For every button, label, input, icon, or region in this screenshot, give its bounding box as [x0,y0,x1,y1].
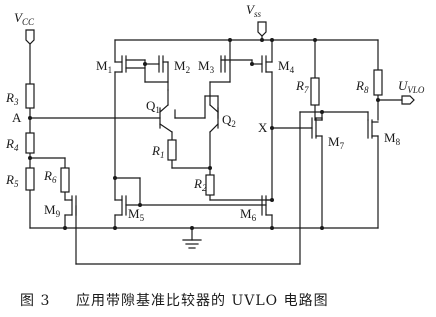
caption-text: 应用带隙基准比较器的 UVLO 电路图 [76,292,329,309]
label-vss: Vss [246,2,261,19]
label-vcc: VCC [14,10,35,27]
label-m4: M4 [278,58,295,75]
label-r7: R7 [295,78,309,95]
resistors [25,69,383,196]
resistor-r1 [167,139,177,161]
resistor-r8 [373,69,383,96]
resistor-r7 [310,77,320,106]
label-m5: M5 [128,206,145,223]
label-m1: M1 [96,58,112,75]
resistor-r2 [205,174,215,196]
label-m3: M3 [198,58,215,75]
junctions [28,38,380,230]
label-r4: R4 [5,136,19,153]
label-m7: M7 [328,134,345,151]
label-r2: R2 [193,176,207,193]
label-m2: M2 [174,58,190,75]
resistor-r5 [25,167,35,191]
figure-caption: 图 3 应用带隙基准比较器的 UVLO 电路图 [20,292,329,309]
resistor-r4 [25,132,35,154]
label-r1: R1 [151,143,164,160]
label-uvlo: UVLO [398,78,425,95]
resistor-r3 [25,83,35,109]
label-r5: R5 [5,172,19,189]
wiring [25,21,415,265]
label-m6: M6 [240,206,257,223]
caption-number: 图 3 [20,293,50,309]
label-r3: R3 [5,90,19,107]
label-r8: R8 [355,78,369,95]
label-m9: M9 [44,202,61,219]
label-node-x: X [258,120,268,135]
labels: VCC Vss UVLO A X R3 R4 R5 R6 R1 R2 R7 [5,2,425,223]
label-m8: M8 [384,130,401,147]
label-q1: Q1 [146,98,160,115]
resistor-r6 [60,167,70,193]
label-r6: R6 [43,168,57,185]
label-q2: Q2 [222,112,236,129]
label-node-a: A [12,110,22,125]
